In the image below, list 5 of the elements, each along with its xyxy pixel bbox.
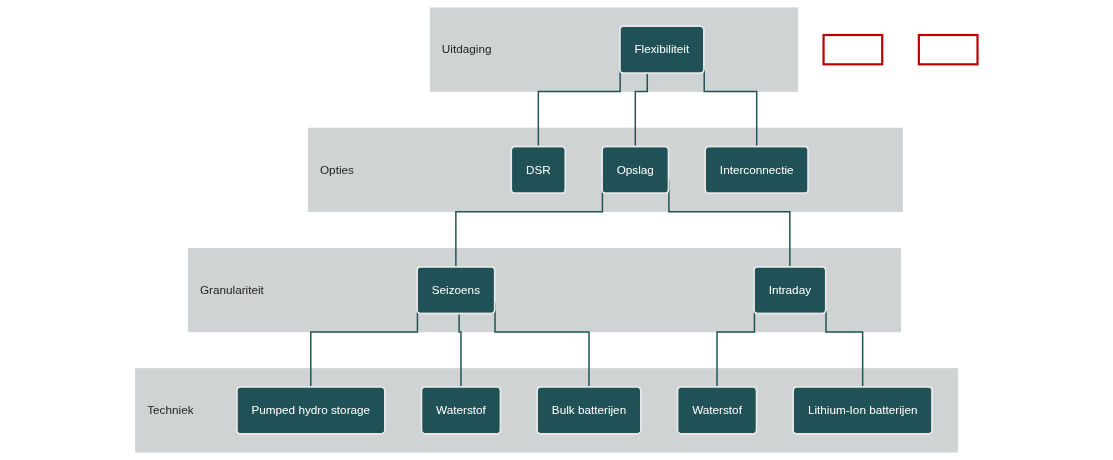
node-box (917, 33, 979, 66)
connector (634, 72, 649, 148)
connector (825, 310, 864, 388)
connector (458, 313, 463, 388)
node-box (822, 33, 884, 66)
